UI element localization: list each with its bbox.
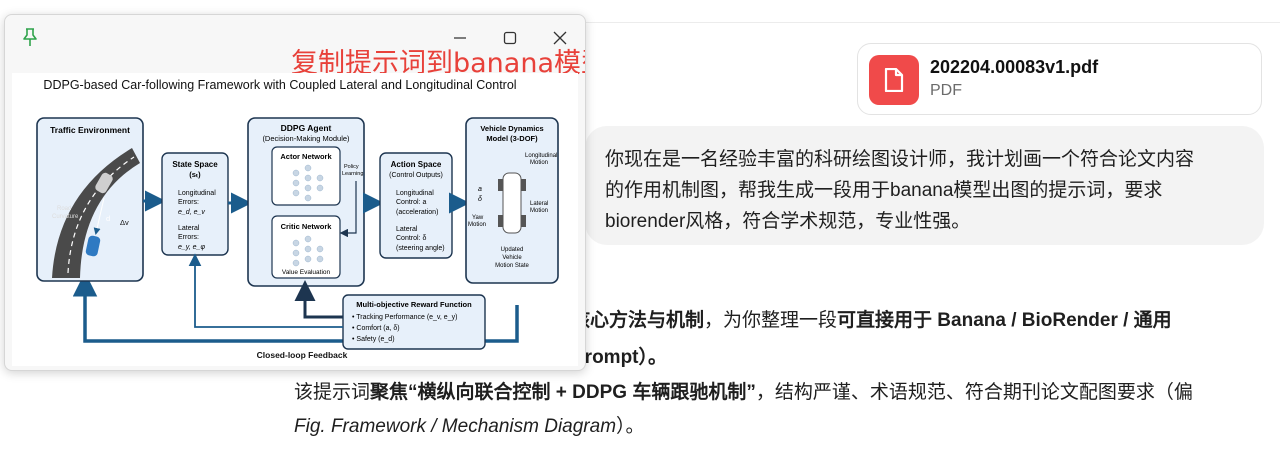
response-line-2: Prompt）。: [572, 342, 667, 369]
close-icon[interactable]: [549, 27, 571, 49]
vehicle-upd3: Motion State: [495, 263, 529, 269]
top-divider: [585, 22, 1280, 23]
reward-item-2: • Comfort (a, δ): [352, 325, 400, 332]
action-l2: Control: a: [396, 199, 426, 206]
state-long2: Errors:: [178, 199, 199, 206]
state-lat3: e_y, e_φ: [178, 244, 205, 251]
action-title: Action Space: [391, 160, 442, 169]
state-lat1: Lateral: [178, 225, 200, 232]
response-italic-text: Fig. Framework / Mechanism Diagram: [294, 416, 617, 437]
reward-item-1: • Tracking Performance (e_v, e_y): [352, 314, 457, 321]
pdf-attachment-card[interactable]: 202204.00083v1.pdf PDF: [857, 43, 1262, 115]
document-icon: [869, 55, 919, 105]
vehicle-yaw1: Yaw: [472, 215, 484, 221]
vehicle-lat1: Lateral: [530, 201, 548, 207]
agent-title: DDPG Agent: [281, 123, 332, 133]
vehicle-long1: Longitudinal: [525, 153, 557, 159]
response-bold-text: 聚焦“横纵向联合控制 + DDPG 车辆跟驰机制”: [370, 382, 756, 403]
curvature-label: Curvature: [52, 214, 79, 220]
actor-label: Actor Network: [280, 152, 332, 161]
reward-item-3: • Safety (e_d): [352, 336, 395, 343]
action-l3: (acceleration): [396, 209, 438, 216]
response-text: ）。: [616, 416, 645, 437]
vehicle-a: a: [478, 186, 482, 193]
response-bold-text: 的核心方法与机制: [552, 310, 705, 331]
framework-figure: DDPG-based Car-following Framework with …: [12, 73, 578, 366]
maximize-icon[interactable]: [499, 27, 521, 49]
state-sub: (sₜ): [189, 170, 201, 179]
feedback-label: Closed-loop Feedback: [257, 350, 348, 360]
action-l1: Longitudinal: [396, 190, 434, 197]
critic-label: Critic Network: [281, 222, 333, 231]
state-long1: Longitudinal: [178, 190, 216, 197]
pdf-filename: 202204.00083v1.pdf: [930, 57, 1099, 77]
response-text: ，为你整理一段: [704, 310, 838, 331]
state-lat2: Errors:: [178, 234, 199, 241]
response-line-1: 的核心方法与机制，为你整理一段可直接用于 Banana / BioRender …: [552, 305, 1172, 332]
state-long3: e_d, e_v: [178, 209, 205, 216]
vehicle-title1: Vehicle Dynamics: [480, 124, 543, 133]
image-viewer-window[interactable]: 复制提示词到banana模型里 DDPG-based Car-following…: [4, 14, 586, 371]
state-title: State Space: [172, 160, 218, 169]
pin-icon[interactable]: [21, 27, 39, 52]
response-text: 该提示词: [294, 382, 371, 403]
action-t3: (steering angle): [396, 245, 445, 252]
action-sub: (Control Outputs): [389, 172, 443, 179]
pdf-type-label: PDF: [930, 82, 962, 99]
response-line-3: 该提示词聚焦“横纵向联合控制 + DDPG 车辆跟驰机制”，结构严谨、术语规范、…: [294, 377, 1193, 404]
learning-label: Learning: [342, 171, 363, 177]
value-label: Value Evaluation: [282, 269, 331, 276]
road-label: Road: [57, 206, 71, 212]
vehicle-upd2: Vehicle: [502, 255, 522, 261]
vehicle-upd1: Updated: [501, 247, 524, 253]
response-bold-text: Prompt）。: [572, 347, 668, 368]
agent-sub: (Decision-Making Module): [262, 134, 350, 143]
reward-title: Multi-objective Reward Function: [356, 300, 472, 309]
action-t1: Lateral: [396, 226, 418, 233]
action-t2: Control: δ: [396, 235, 426, 242]
user-message-line: 你现在是一名经验丰富的科研绘图设计师，我计划画一个符合论文内容: [605, 149, 1195, 170]
vehicle-delta: δ: [478, 196, 482, 203]
vehicle-lat2: Motion: [530, 208, 548, 214]
vehicle-title2: Model (3-DOF): [486, 134, 538, 143]
user-message-line: biorender风格，符合学术规范，专业性强。: [605, 211, 971, 232]
traffic-dv-label: Δv: [120, 218, 129, 227]
user-message-line: 的作用机制图，帮我生成一段用于banana模型出图的提示词，要求: [605, 180, 1163, 201]
traffic-d-label: d: [106, 214, 110, 223]
response-bold-text: 可直接用于 Banana / BioRender / 通用: [837, 310, 1172, 331]
policy-label: Policy: [344, 164, 359, 170]
minimize-icon[interactable]: [449, 27, 471, 49]
response-text: ，结构严谨、术语规范、符合期刊论文配图要求（偏: [755, 382, 1193, 403]
vehicle-long2: Motion: [530, 160, 548, 166]
figure-title: DDPG-based Car-following Framework with …: [43, 78, 516, 92]
vehicle-yaw2: Motion: [468, 222, 486, 228]
user-message-bubble: 你现在是一名经验丰富的科研绘图设计师，我计划画一个符合论文内容 的作用机制图，帮…: [585, 126, 1264, 245]
response-line-4: Fig. Framework / Mechanism Diagram）。: [294, 411, 645, 438]
traffic-title: Traffic Environment: [50, 125, 130, 135]
